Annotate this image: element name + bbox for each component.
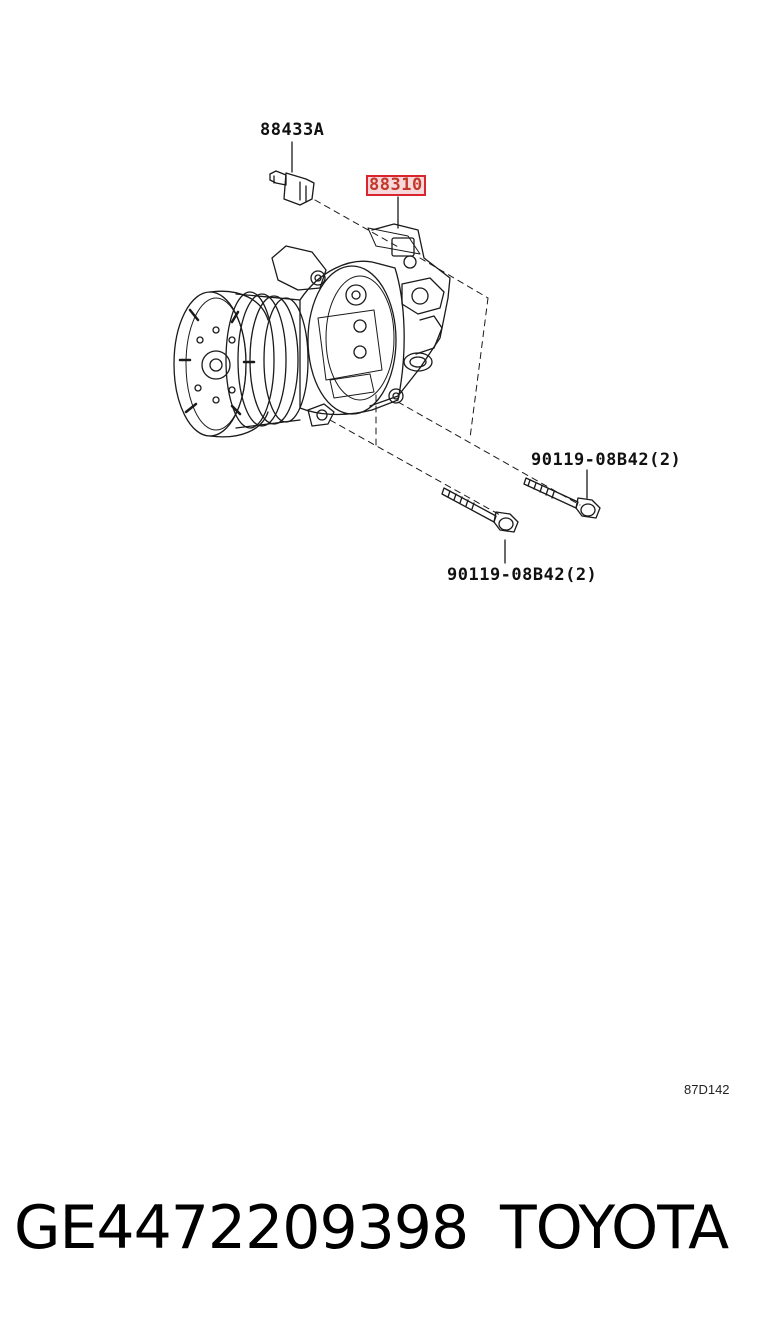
dashed-guides	[314, 199, 581, 516]
label-bolt-lower[interactable]: 90119-08B42(2)	[447, 565, 598, 585]
pressure-switch-part	[269, 170, 315, 206]
bolt-lower-part	[441, 487, 519, 533]
part-number-footer: GE4472209398	[14, 1193, 469, 1263]
diagram-code: 87D142	[684, 1082, 730, 1097]
label-bolt-right[interactable]: 90119-08B42(2)	[531, 450, 682, 470]
clutch-pulley-part	[173, 290, 309, 438]
leader-lines	[291, 141, 588, 564]
bolt-right-part	[523, 477, 601, 519]
compressor-body-part	[271, 223, 451, 427]
label-pressure-switch[interactable]: 88433A	[260, 120, 325, 140]
label-compressor-highlighted[interactable]: 88310	[366, 175, 426, 196]
brand-footer: TOYOTA	[500, 1193, 729, 1263]
